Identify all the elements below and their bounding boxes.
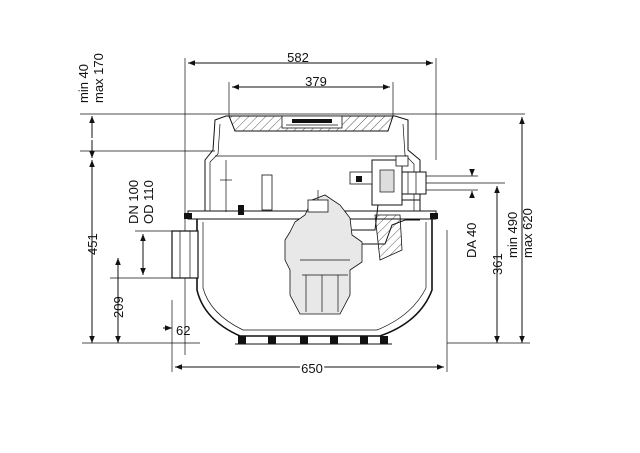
dim-cover-width: 379 [228, 74, 394, 116]
dim-depth-min: min 490 [505, 212, 520, 258]
dim-inlet-height-label: 209 [111, 296, 126, 318]
dim-outlet-offset-label: 62 [176, 323, 190, 338]
dim-pressure-height: 361 [420, 182, 530, 344]
pressure-pipe [349, 155, 427, 261]
dim-inlet-diameter: DN 100 OD 110 [126, 180, 195, 275]
dim-cover-adjust-max: max 170 [91, 53, 106, 103]
dim-overall-width: 650 [175, 230, 448, 378]
dim-total-height-label: 451 [85, 233, 100, 255]
dim-cover-width-label: 379 [305, 74, 327, 89]
dim-depth-max: max 620 [520, 208, 535, 258]
dim-top-width: 582 [184, 50, 437, 355]
dim-pressure-da: DA 40 [464, 223, 479, 258]
inlet-pipe [171, 230, 199, 279]
dim-inlet-dn: DN 100 [126, 180, 141, 224]
dim-inlet-height: 209 [110, 258, 195, 343]
pump-unit [220, 160, 363, 315]
dim-top-width-label: 582 [287, 50, 309, 65]
dim-overall-width-label: 650 [301, 361, 323, 376]
dim-inlet-od: OD 110 [141, 180, 156, 224]
dim-cover-adjust: min 40 max 170 [76, 53, 525, 158]
dim-pressure-outlet: DA 40 [420, 169, 479, 258]
dim-cover-adjust-min: min 40 [76, 64, 91, 103]
dim-outlet-offset: 62 [163, 300, 190, 372]
dim-pressure-height-label: 361 [490, 253, 505, 275]
dim-depth: min 490 max 620 [505, 117, 535, 343]
dim-total-height: 451 [82, 160, 200, 344]
